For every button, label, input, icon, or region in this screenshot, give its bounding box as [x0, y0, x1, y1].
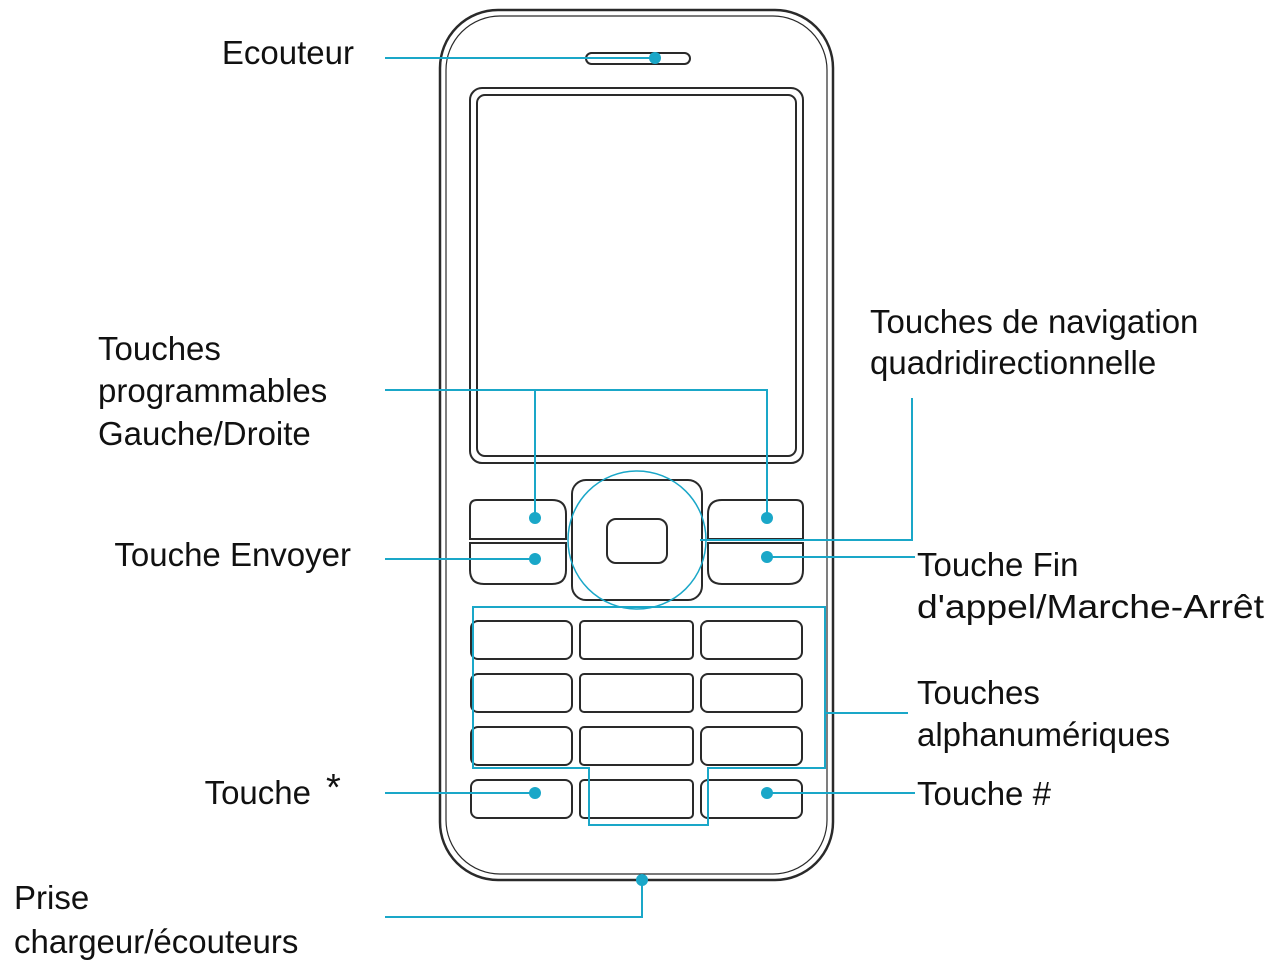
- key-4[interactable]: [470, 673, 573, 713]
- navigation-callout: [700, 398, 913, 541]
- alphanumeric-group-outline: [472, 606, 826, 826]
- key-3[interactable]: [700, 620, 803, 660]
- earpiece-dot: [649, 52, 661, 64]
- label-softkeys-line1: Touches: [98, 330, 221, 367]
- key-7[interactable]: [470, 726, 573, 766]
- label-hash-key: Touche #: [917, 775, 1052, 812]
- left-soft-key[interactable]: [469, 499, 567, 540]
- ok-key[interactable]: [606, 518, 668, 564]
- end-key-dot: [761, 551, 773, 563]
- navigation-ring: [567, 470, 707, 610]
- callout-lines: [385, 57, 915, 918]
- label-charger-line2: chargeur/écouteurs: [14, 923, 298, 960]
- key-8[interactable]: [579, 726, 694, 766]
- hash-key-dot: [761, 787, 773, 799]
- label-alphanumeric-line2: alphanumériques: [917, 716, 1170, 753]
- charger-port-dot: [636, 874, 648, 886]
- key-9[interactable]: [700, 726, 803, 766]
- key-1[interactable]: [470, 620, 573, 660]
- label-send: Touche Envoyer: [114, 536, 351, 573]
- label-end-line2: d'appel/Marche-Arrêt: [917, 588, 1264, 625]
- label-end-line1: Touche Fin: [917, 546, 1078, 583]
- key-hash[interactable]: [700, 779, 803, 819]
- right-soft-key[interactable]: [707, 499, 804, 540]
- navigation-pad[interactable]: [571, 479, 703, 601]
- left-soft-key-dot: [529, 512, 541, 524]
- label-navigation-line2: quadridirectionnelle: [870, 344, 1156, 381]
- label-star-key: Touche: [205, 774, 311, 811]
- label-earpiece: Ecouteur: [222, 34, 354, 71]
- label-softkeys-line3: Gauche/Droite: [98, 415, 311, 452]
- callout-dots: [529, 52, 773, 886]
- send-key[interactable]: [469, 542, 567, 585]
- label-alphanumeric-line1: Touches: [917, 674, 1040, 711]
- send-key-dot: [529, 553, 541, 565]
- screen: [469, 87, 804, 464]
- label-star-symbol: *: [326, 767, 341, 809]
- label-charger-line1: Prise: [14, 879, 89, 916]
- charger-callout: [385, 880, 643, 918]
- key-star[interactable]: [470, 779, 573, 819]
- label-navigation-line1: Touches de navigation: [870, 303, 1198, 340]
- end-key[interactable]: [707, 542, 804, 585]
- phone-body: [438, 8, 835, 882]
- key-6[interactable]: [700, 673, 803, 713]
- key-0[interactable]: [579, 779, 694, 819]
- key-2[interactable]: [579, 620, 694, 660]
- star-key-dot: [529, 787, 541, 799]
- keypad: [470, 620, 803, 819]
- key-5[interactable]: [579, 673, 694, 713]
- softkeys-callout: [385, 389, 768, 516]
- right-soft-key-dot: [761, 512, 773, 524]
- label-softkeys-line2: programmables: [98, 372, 327, 409]
